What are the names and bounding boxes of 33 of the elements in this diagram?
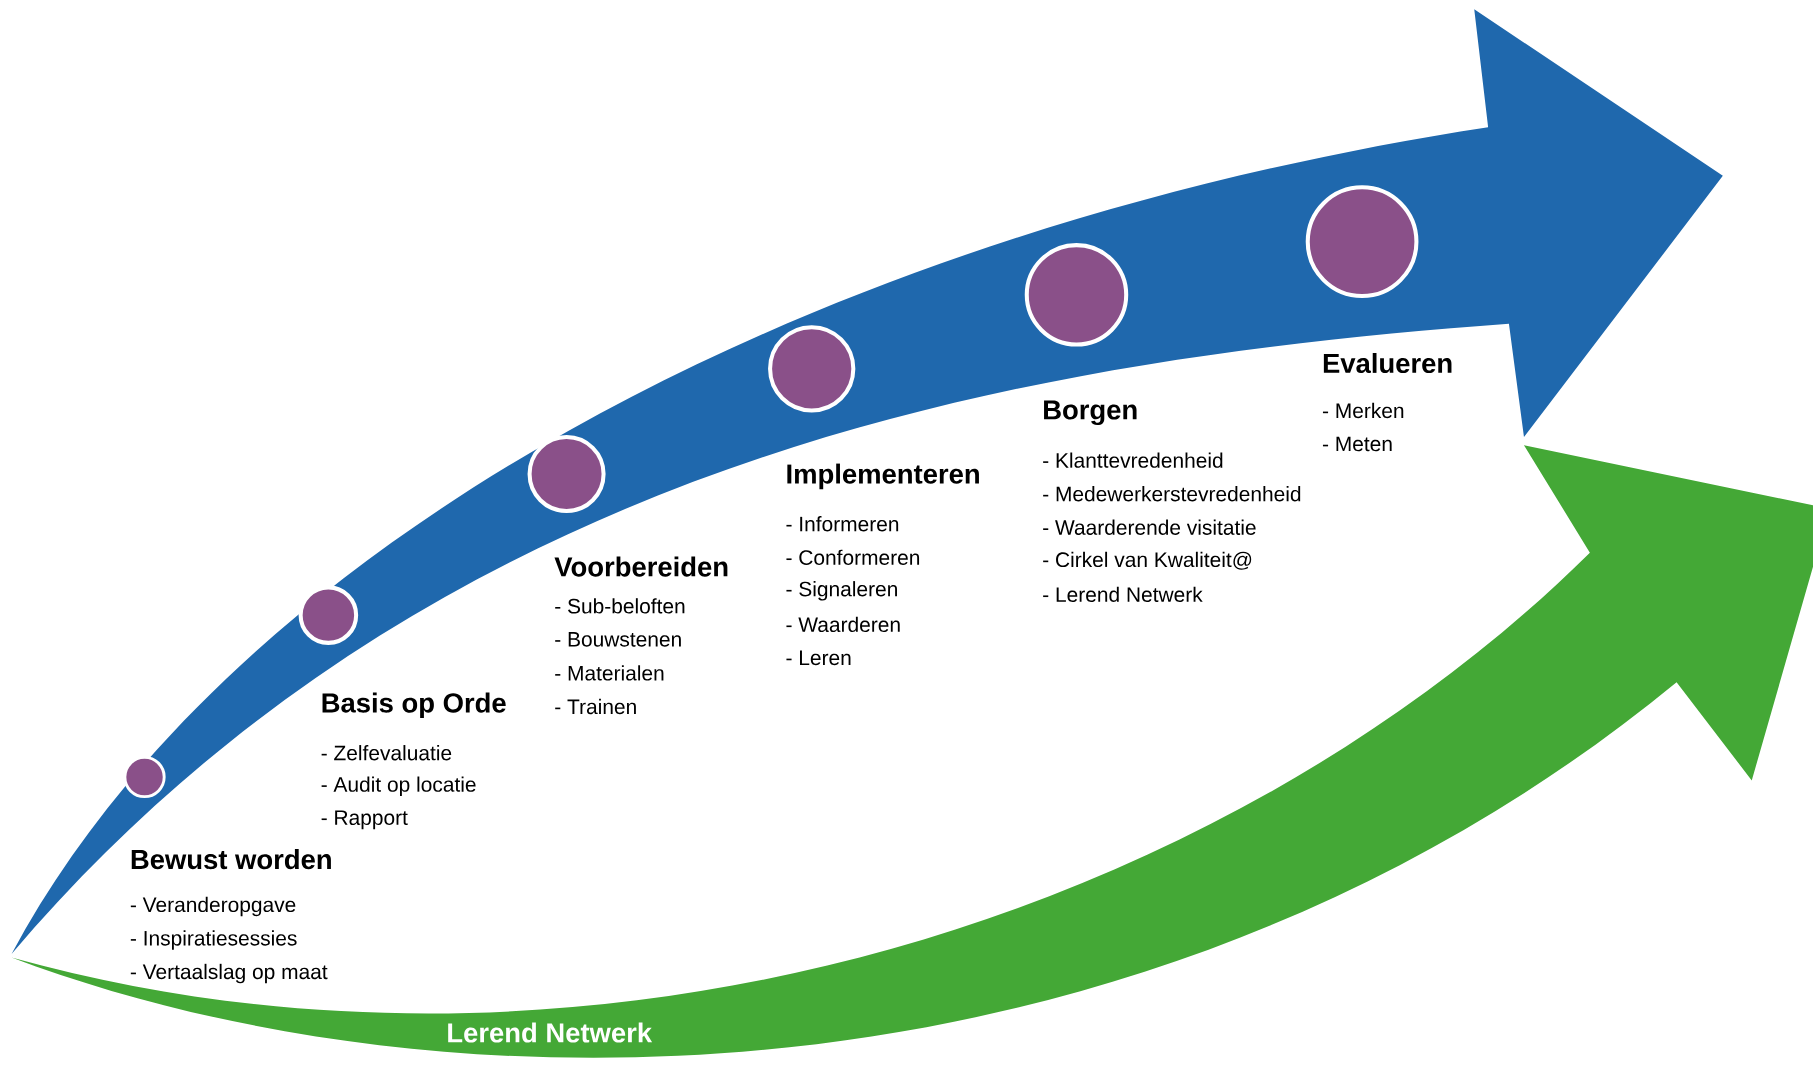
stage-heading: Voorbereiden [554, 556, 728, 577]
list-item: - Sub-beloften [555, 598, 685, 614]
list-item: - Medewerkerstevredenheid [1043, 485, 1301, 502]
list-item: - Audit op locatie [321, 776, 476, 796]
list-item: - Signaleren [786, 580, 897, 601]
list-item: - Inspiratiesessies [130, 930, 297, 950]
list-item: - Bouwstenen [555, 631, 681, 647]
list-item: - Leren [786, 650, 851, 665]
stage-heading: Basis op Orde [322, 692, 506, 718]
list-item: - Vertaalslag op maat [130, 963, 328, 984]
list-item: - Klanttevredenheid [1043, 452, 1223, 468]
circle [527, 434, 606, 513]
list-item: - Merken [1322, 402, 1404, 418]
circle [123, 755, 166, 798]
list-item: - Informeren [786, 515, 899, 532]
stage-heading: Implementeren [787, 463, 979, 489]
list-item: - Waarderende visitatie [1043, 519, 1256, 535]
list-item: - Veranderopgave [130, 896, 296, 917]
circle [298, 585, 359, 645]
stage-heading: Evalueren [1323, 352, 1452, 373]
list-item: - Trainen [555, 698, 636, 714]
list-item: - Rapport [321, 810, 408, 829]
stage-heading: Borgen [1044, 400, 1137, 425]
list-item: - Conformeren [786, 549, 920, 565]
list-item: - Waarderen [786, 616, 900, 632]
list-item: - Zelfevaluatie [321, 744, 452, 761]
circle [768, 325, 856, 413]
list-item: - Lerend Netwerk [1043, 586, 1203, 602]
list-item: - Cirkel van Kwaliteit@ [1043, 551, 1252, 570]
stage-heading: Bewust worden [131, 848, 331, 869]
circle [1305, 185, 1419, 298]
circle [1024, 242, 1129, 347]
list-item: - Materialen [555, 665, 664, 681]
